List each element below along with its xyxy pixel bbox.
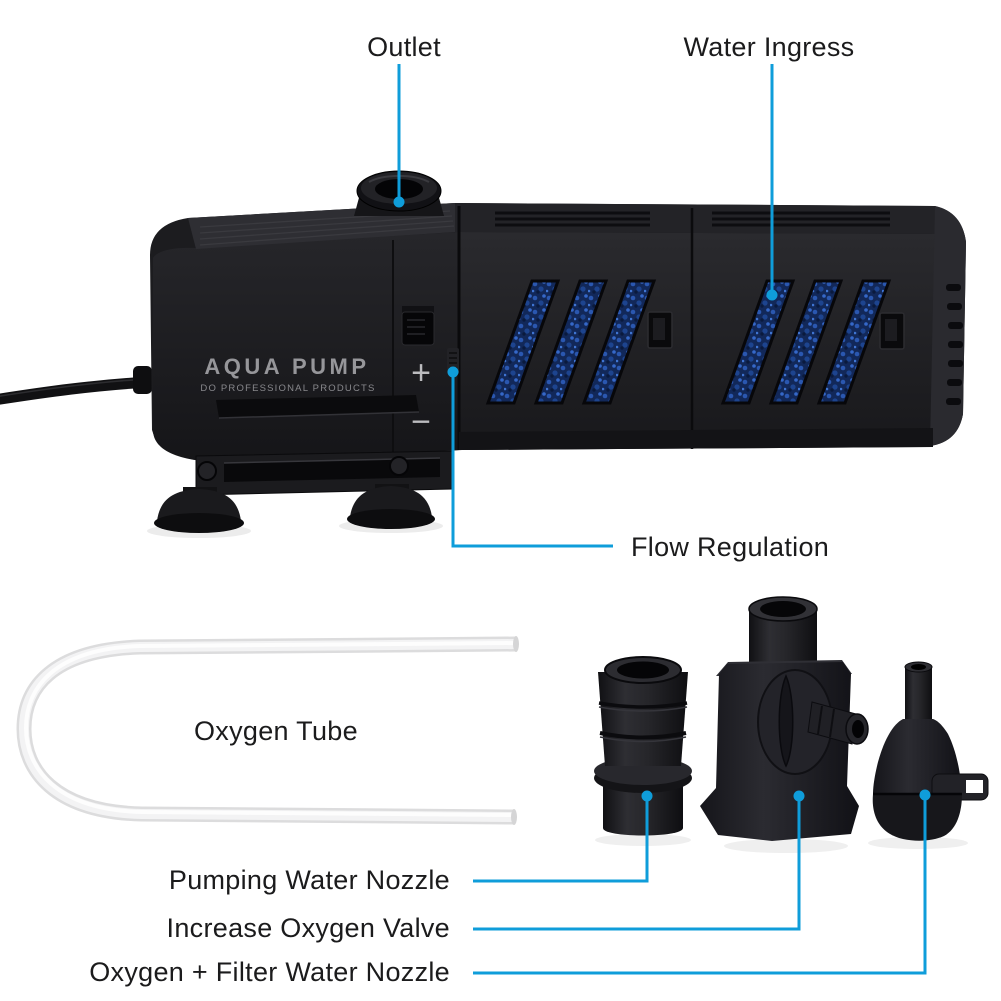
water-ingress-callout-dot xyxy=(766,289,778,301)
label-outlet: Outlet xyxy=(367,32,441,62)
end-cap-vents xyxy=(946,284,963,405)
label-pumping-water-nozzle: Pumping Water Nozzle xyxy=(168,865,450,895)
panel-latches xyxy=(647,311,905,350)
oxygen-filter-nozzle-callout-line xyxy=(473,798,927,975)
flow-regulation-slider: + − xyxy=(401,306,459,441)
flow-regulation-callout-dot xyxy=(447,366,459,378)
flow-plus-sign: + xyxy=(411,354,431,392)
pumping-nozzle-callout-dot xyxy=(641,790,653,802)
increase-oxygen-valve xyxy=(700,596,869,841)
brand-subtitle-print: DO PROFESSIONAL PRODUCTS xyxy=(200,383,375,394)
label-water-ingress: Water Ingress xyxy=(683,32,855,62)
pumping-water-nozzle xyxy=(594,656,692,836)
oxygen-valve-callout-line xyxy=(473,799,801,931)
pumping-nozzle-callout-line xyxy=(473,799,649,883)
oxygen-filter-water-nozzle xyxy=(872,661,989,841)
flow-minus-sign: − xyxy=(411,403,431,441)
flow-regulation-callout-line xyxy=(451,374,613,548)
label-oxygen-tube: Oxygen Tube xyxy=(194,716,358,746)
top-grille xyxy=(495,211,890,227)
pump-body: AQUA PUMP DO PROFESSIONAL PRODUCTS + − xyxy=(150,170,966,533)
label-increase-oxygen-valve: Increase Oxygen Valve xyxy=(166,913,450,943)
oxygen-valve-callout-dot xyxy=(793,790,805,802)
oxygen-tube xyxy=(16,636,519,825)
label-flow-regulation: Flow Regulation xyxy=(631,532,830,562)
power-cord xyxy=(0,366,156,405)
oxygen-filter-nozzle-callout-dot xyxy=(919,789,931,801)
label-oxygen-filter-water-nozzle: Oxygen + Filter Water Nozzle xyxy=(89,957,450,987)
brand-print: AQUA PUMP xyxy=(204,354,369,379)
water-ingress-slots xyxy=(485,279,892,405)
mounting-base xyxy=(154,450,453,533)
callouts xyxy=(393,64,931,975)
outlet-callout-dot xyxy=(393,196,405,208)
